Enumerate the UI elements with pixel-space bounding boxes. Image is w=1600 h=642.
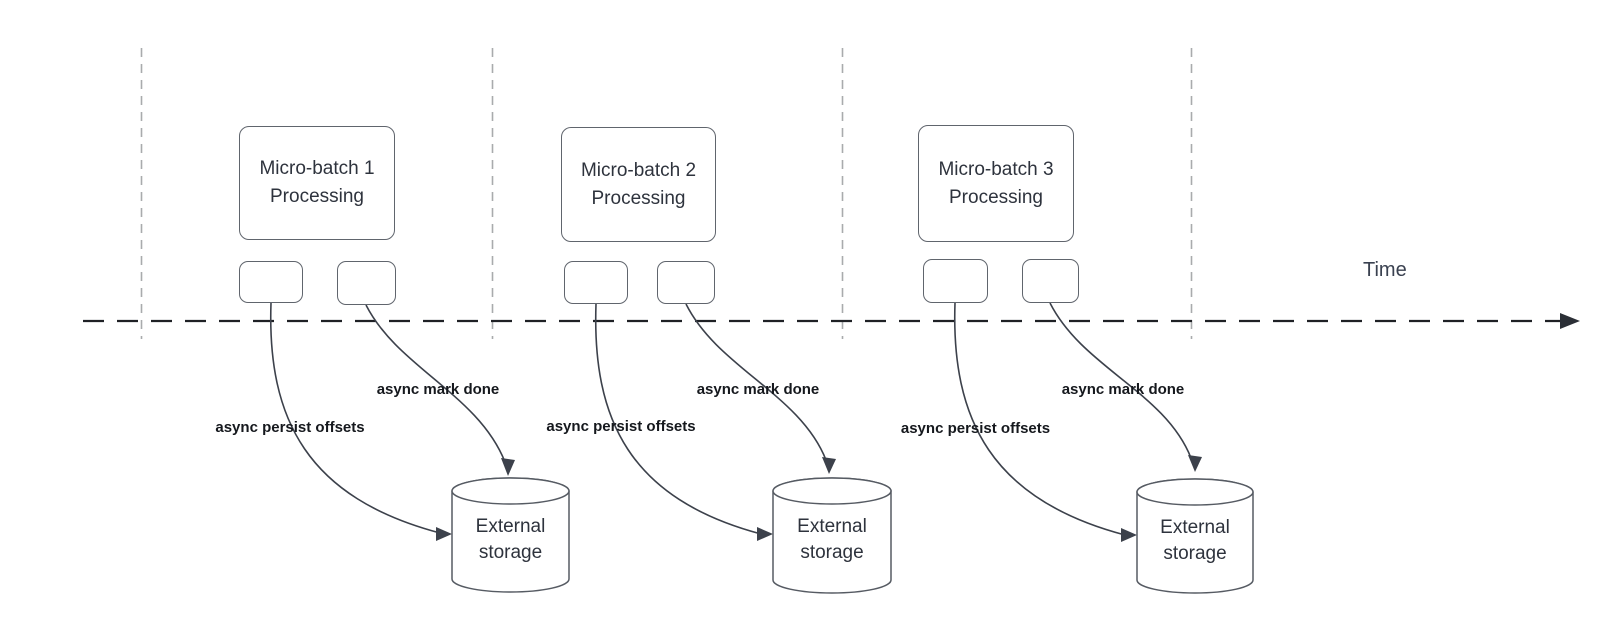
micro-batch-2-title-line2: Processing xyxy=(591,187,686,209)
external-storage-label-3-line2: storage xyxy=(1163,543,1227,564)
mark-done-label-3: async mark done xyxy=(1061,381,1185,398)
micro-batch-1-title-line1: Micro-batch 1 xyxy=(259,158,375,179)
external-storage-label-3-line1: External xyxy=(1160,517,1230,538)
persist-offsets-curve-3 xyxy=(953,302,1126,536)
storage-cylinder-rim-1 xyxy=(451,477,570,505)
micro-batch-3-task-box-a xyxy=(923,259,988,303)
time-axis-arrowhead-icon xyxy=(1560,313,1580,329)
mark-done-label-2: async mark done xyxy=(696,381,820,398)
time-axis-label: Time xyxy=(1363,259,1407,281)
storage-cylinder-rim-3 xyxy=(1136,478,1254,506)
external-storage-label-2-line2: storage xyxy=(800,542,864,563)
persist-offsets-label-2: async persist offsets xyxy=(546,418,696,435)
external-storage-label-2: External storage xyxy=(773,514,891,566)
storage-cylinder-rim-2 xyxy=(772,477,892,505)
mark-done-arrowhead-icon-3 xyxy=(1188,455,1202,472)
mark-done-curve-2 xyxy=(685,303,827,461)
persist-offsets-arrowhead-icon-3 xyxy=(1121,528,1137,542)
micro-batch-3-title-line1: Micro-batch 3 xyxy=(938,158,1054,180)
mark-done-curve-3 xyxy=(1049,302,1192,459)
micro-batch-1-task-box-a xyxy=(239,261,303,303)
micro-batch-2-title-line1: Micro-batch 2 xyxy=(580,159,697,181)
micro-batch-1-task-box-b xyxy=(337,261,396,305)
external-storage-label-1-line1: External xyxy=(475,516,546,537)
external-storage-label-3: External storage xyxy=(1137,515,1253,567)
micro-batch-3-task-box-b xyxy=(1022,259,1079,303)
mark-done-label-1: async mark done xyxy=(376,381,500,398)
persist-offsets-label-1: async persist offsets xyxy=(215,419,365,436)
micro-batch-2-task-box-b xyxy=(657,261,715,304)
persist-offsets-curve-2 xyxy=(594,303,762,535)
persist-offsets-arrowhead-icon-1 xyxy=(436,527,452,541)
micro-batch-3-title-line2: Processing xyxy=(949,186,1043,208)
persist-offsets-arrowhead-icon-2 xyxy=(757,527,773,541)
mark-done-arrowhead-icon-1 xyxy=(501,458,515,476)
persist-offsets-label-3: async persist offsets xyxy=(900,420,1051,437)
external-storage-label-1: External storage xyxy=(452,514,569,566)
persist-offsets-curve-1 xyxy=(269,302,441,534)
micro-batch-2-box: Micro-batch 2 Processing xyxy=(561,127,716,242)
external-storage-label-2-line1: External xyxy=(797,516,867,537)
external-storage-label-1-line2: storage xyxy=(478,542,543,563)
mark-done-curve-1 xyxy=(365,304,506,463)
micro-batch-1-title-line2: Processing xyxy=(270,186,364,207)
micro-batch-2-task-box-a xyxy=(564,261,628,304)
micro-batch-3-box: Micro-batch 3 Processing xyxy=(918,125,1074,242)
mark-done-arrowhead-icon-2 xyxy=(822,457,836,474)
micro-batch-1-box: Micro-batch 1 Processing xyxy=(239,126,395,240)
